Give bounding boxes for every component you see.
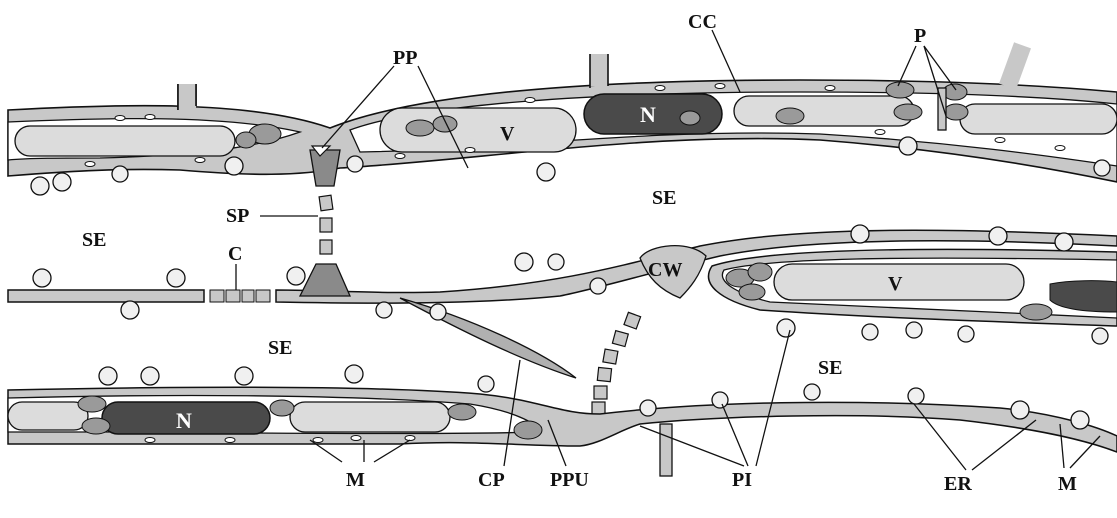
label-sp: SP: [226, 205, 249, 227]
label-cp: CP: [478, 469, 505, 491]
label-cw: CW: [648, 259, 682, 281]
label-ppu: PPU: [550, 469, 589, 491]
bottom-cell-band: [8, 387, 1117, 476]
label-er: ER: [944, 473, 972, 495]
label-se-left: SE: [82, 229, 106, 251]
top-cell-band: [8, 42, 1117, 186]
middle-cell-band: [8, 195, 1117, 415]
label-m-right: M: [1058, 473, 1077, 495]
callose-chain: [592, 312, 641, 415]
label-pp: PP: [393, 47, 417, 69]
label-se-top: SE: [652, 187, 676, 209]
label-pi: PI: [732, 469, 752, 491]
label-p: P: [914, 25, 926, 47]
label-c: C: [228, 243, 242, 265]
label-se-mid: SE: [268, 337, 292, 359]
label-v-right: V: [888, 273, 903, 295]
label-n-bottom: N: [176, 408, 192, 433]
label-m-left: M: [346, 469, 365, 491]
label-v-top: V: [500, 123, 515, 145]
label-se-right: SE: [818, 357, 842, 379]
label-cc: CC: [688, 11, 717, 33]
cp-spindle: [400, 298, 576, 378]
label-n-top: N: [640, 102, 656, 127]
